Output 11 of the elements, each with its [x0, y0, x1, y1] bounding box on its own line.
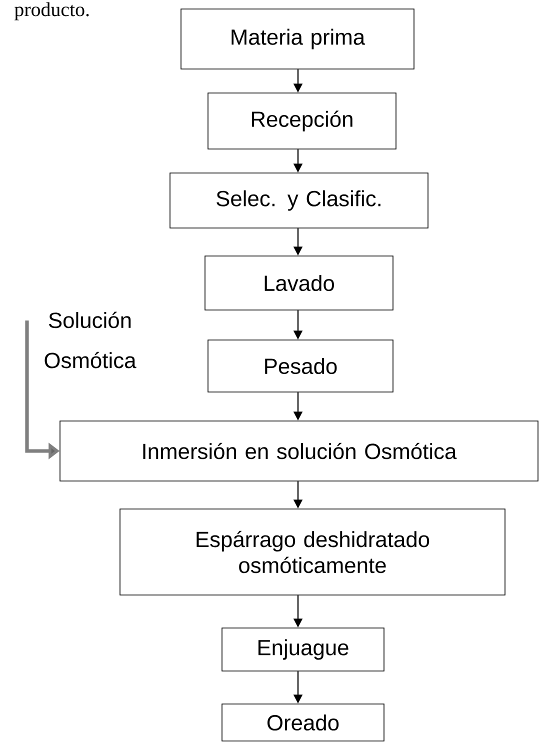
- process-box: Materia prima: [180, 8, 414, 70]
- body-text: producto.: [14, 2, 89, 20]
- process-box: Enjuague: [222, 628, 384, 672]
- input-label: Solución Osmótica: [44, 312, 136, 368]
- process-box: Selec. y Clasific.: [170, 172, 428, 228]
- process-box: Inmersión en solución Osmótica: [60, 420, 538, 482]
- process-box: Pesado: [208, 340, 394, 392]
- process-box: Espárrago deshidratado osmóticamente: [120, 508, 506, 596]
- process-box: Lavado: [204, 256, 394, 310]
- process-box: Recepción: [208, 92, 396, 150]
- process-box: Oreado: [222, 704, 384, 742]
